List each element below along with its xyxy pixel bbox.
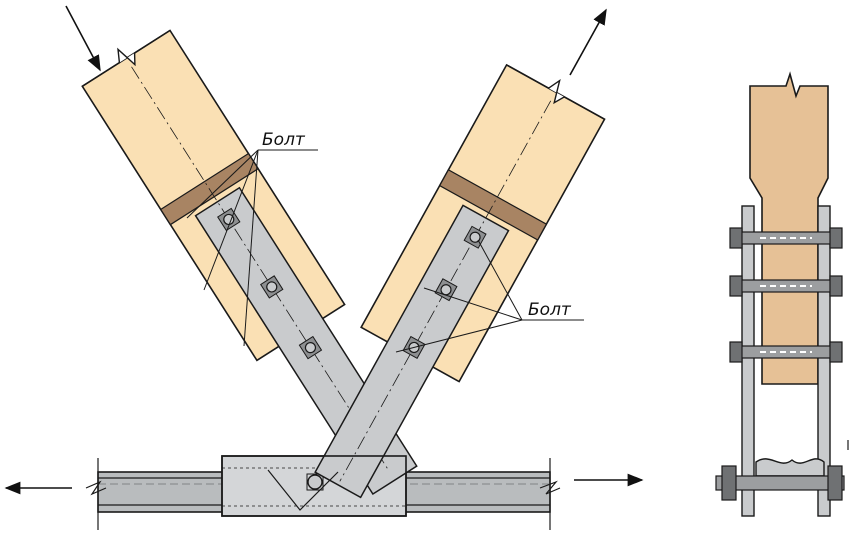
right-diagonal xyxy=(314,63,606,499)
bolt-icon xyxy=(217,207,241,232)
bolt-icon xyxy=(463,225,487,249)
bolt-label-upper: Болт xyxy=(262,130,306,150)
arrow-in-icon xyxy=(65,5,101,72)
bolt-icon xyxy=(298,335,323,360)
bolt-icon xyxy=(729,275,843,297)
bolt-leaders-lower xyxy=(395,239,584,353)
bolt-label-lower: Болт xyxy=(528,300,572,320)
bolt-icon xyxy=(434,278,458,302)
bolt-icon xyxy=(260,275,284,299)
arrow-out-icon xyxy=(569,8,607,76)
bolt-leaders-upper xyxy=(186,149,318,347)
bolt-icon xyxy=(307,474,323,490)
side-view xyxy=(715,71,849,517)
bolt-icon xyxy=(729,341,843,363)
bolt-icon xyxy=(729,227,843,249)
